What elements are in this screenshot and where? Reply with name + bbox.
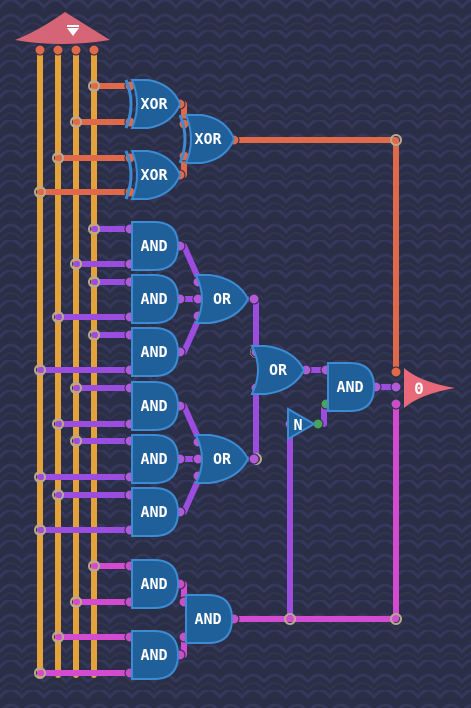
bus-junction-2[interactable] — [70, 116, 82, 128]
bus-junction-9[interactable] — [88, 329, 100, 341]
bus-junction-16[interactable] — [34, 524, 46, 536]
and-gate-8[interactable]: AND — [185, 594, 234, 644]
and-gate-4[interactable]: AND — [131, 381, 180, 431]
bus-junction-12[interactable] — [52, 418, 64, 430]
and-gate-6-label: AND — [140, 503, 167, 521]
bus-junction-5[interactable] — [88, 223, 100, 235]
input-bus-1-pin[interactable] — [34, 44, 46, 56]
xor-gate-c[interactable]: XOR — [124, 150, 182, 200]
junction-not-in[interactable] — [284, 613, 296, 625]
bus-junction-20[interactable] — [34, 667, 46, 679]
bus-junction-4[interactable] — [34, 186, 46, 198]
gate-pin-31[interactable] — [248, 293, 260, 305]
bus-junction-11[interactable] — [70, 382, 82, 394]
junction-xor-out[interactable] — [390, 134, 402, 146]
and-gate-2[interactable]: AND — [131, 274, 180, 324]
and-gate-main[interactable]: AND — [327, 362, 376, 412]
bus-junction-14[interactable] — [34, 471, 46, 483]
bus-junction-15[interactable] — [52, 489, 64, 501]
and-gate-6[interactable]: AND — [131, 487, 180, 537]
or-gate-1-label: OR — [213, 290, 232, 308]
or-gate-3-label: OR — [269, 361, 288, 379]
not-gate-label: N — [293, 416, 302, 434]
arrow-right-icon — [404, 368, 455, 408]
xor-gate-a[interactable]: XOR — [124, 79, 182, 129]
and-gate-1-label: AND — [140, 237, 167, 255]
bus-junction-10[interactable] — [34, 364, 46, 376]
or-gate-2-label: OR — [213, 450, 232, 468]
wire-and8-to-out — [231, 401, 399, 622]
or-gate-2[interactable]: OR — [194, 434, 250, 484]
bus-junction-7[interactable] — [88, 276, 100, 288]
output-marker[interactable]: 0 — [404, 368, 455, 408]
and-gate-3-label: AND — [140, 343, 167, 361]
bus-junction-6[interactable] — [70, 258, 82, 270]
bus-junction-8[interactable] — [52, 311, 64, 323]
triangle-down-icon — [67, 28, 79, 36]
and-gate-7[interactable]: AND — [131, 559, 180, 609]
bus-junction-1[interactable] — [88, 80, 100, 92]
bus-junction-19[interactable] — [52, 631, 64, 643]
bus-junction-13[interactable] — [70, 435, 82, 447]
gate-pin-44[interactable] — [390, 366, 402, 378]
bus-junction-18[interactable] — [70, 596, 82, 608]
and-gate-2-label: AND — [140, 290, 167, 308]
triangle-down-bar — [67, 25, 79, 27]
junction-and8-out[interactable] — [390, 613, 402, 625]
xor-gate-a-label: XOR — [140, 95, 168, 113]
and-gate-main-label: AND — [336, 378, 363, 396]
output-label: 0 — [414, 379, 424, 398]
xor-gate-b-label: XOR — [194, 130, 222, 148]
input-bus-2-pin[interactable] — [52, 44, 64, 56]
gate-pin-45[interactable] — [390, 381, 402, 393]
or-gate-1[interactable]: OR — [194, 274, 250, 324]
bus-junction-17[interactable] — [88, 560, 100, 572]
xor-gate-b[interactable]: XOR — [178, 114, 236, 164]
or-gate-3[interactable]: OR — [250, 345, 306, 395]
and-gate-4-label: AND — [140, 397, 167, 415]
and-gate-5[interactable]: AND — [131, 434, 180, 484]
and-gate-5-label: AND — [140, 450, 167, 468]
and-gate-3[interactable]: AND — [131, 327, 180, 377]
gates: XOR XOR XOR AND AND AND AND — [124, 79, 376, 680]
and-gate-9[interactable]: AND — [131, 630, 180, 680]
xor-gate-c-label: XOR — [140, 166, 168, 184]
wire-xor-b-out — [231, 137, 399, 375]
and-gate-9-label: AND — [140, 646, 167, 664]
and-gate-1[interactable]: AND — [131, 221, 180, 271]
gate-pin-35[interactable] — [248, 453, 260, 465]
input-bus-3-pin[interactable] — [70, 44, 82, 56]
bus-junction-3[interactable] — [52, 152, 64, 164]
and-gate-8-label: AND — [194, 610, 221, 628]
input-marker[interactable] — [15, 12, 110, 44]
and-gate-7-label: AND — [140, 575, 167, 593]
input-bus-4-pin[interactable] — [88, 44, 100, 56]
not-gate[interactable]: N — [287, 407, 317, 441]
gate-pin-46[interactable] — [390, 398, 402, 410]
